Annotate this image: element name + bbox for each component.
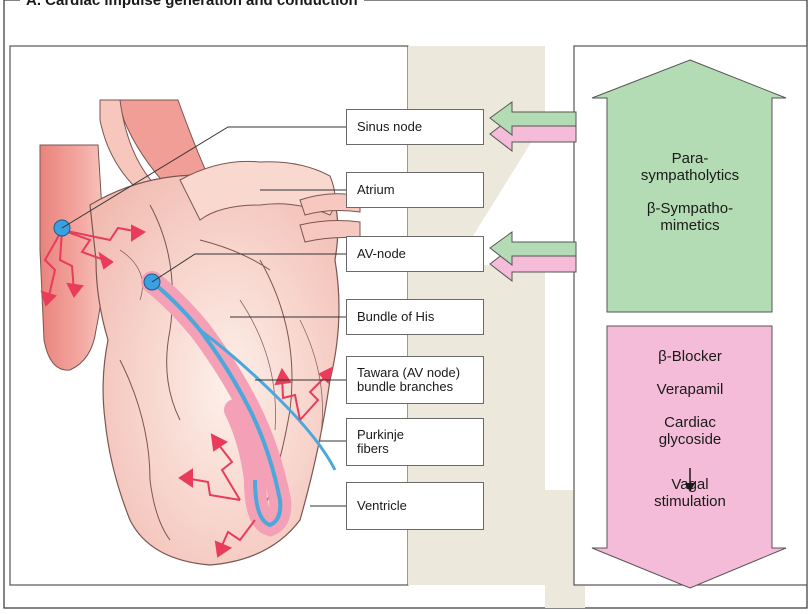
drug-sympathomimetics-line1: β-Sympatho-	[620, 200, 760, 217]
label-ventricle: Ventricle	[346, 482, 484, 530]
label-sinus-node: Sinus node	[346, 109, 484, 145]
label-atrium: Atrium	[346, 172, 484, 208]
drug-sympathomimetics-line2: mimetics	[620, 217, 760, 234]
figure-title: A. Cardiac impulse generation and conduc…	[20, 0, 364, 9]
inhibiting-drugs: β-Blocker Verapamil Cardiac glycoside Va…	[620, 348, 760, 510]
drug-verapamil: Verapamil	[620, 381, 760, 398]
drug-cardiac-glycoside-line2: glycoside	[620, 431, 760, 448]
label-av-node: AV-node	[346, 236, 484, 272]
drug-parasympatholytics-line1: Para-	[620, 150, 760, 167]
label-bundle-of-his: Bundle of His	[346, 299, 484, 335]
drug-vagal-stimulation-line1: Vagal	[620, 476, 760, 493]
drug-parasympatholytics-line2: sympatholytics	[620, 167, 760, 184]
drug-vagal-stimulation-line2: stimulation	[620, 493, 760, 510]
stimulating-drugs: Para- sympatholytics β-Sympatho- mimetic…	[620, 150, 760, 234]
label-tawara-bundle-branches: Tawara (AV node) bundle branches	[346, 356, 484, 404]
drug-beta-blocker: β-Blocker	[620, 348, 760, 365]
drug-cardiac-glycoside-line1: Cardiac	[620, 414, 760, 431]
label-purkinje-fibers: Purkinje fibers	[346, 418, 484, 466]
